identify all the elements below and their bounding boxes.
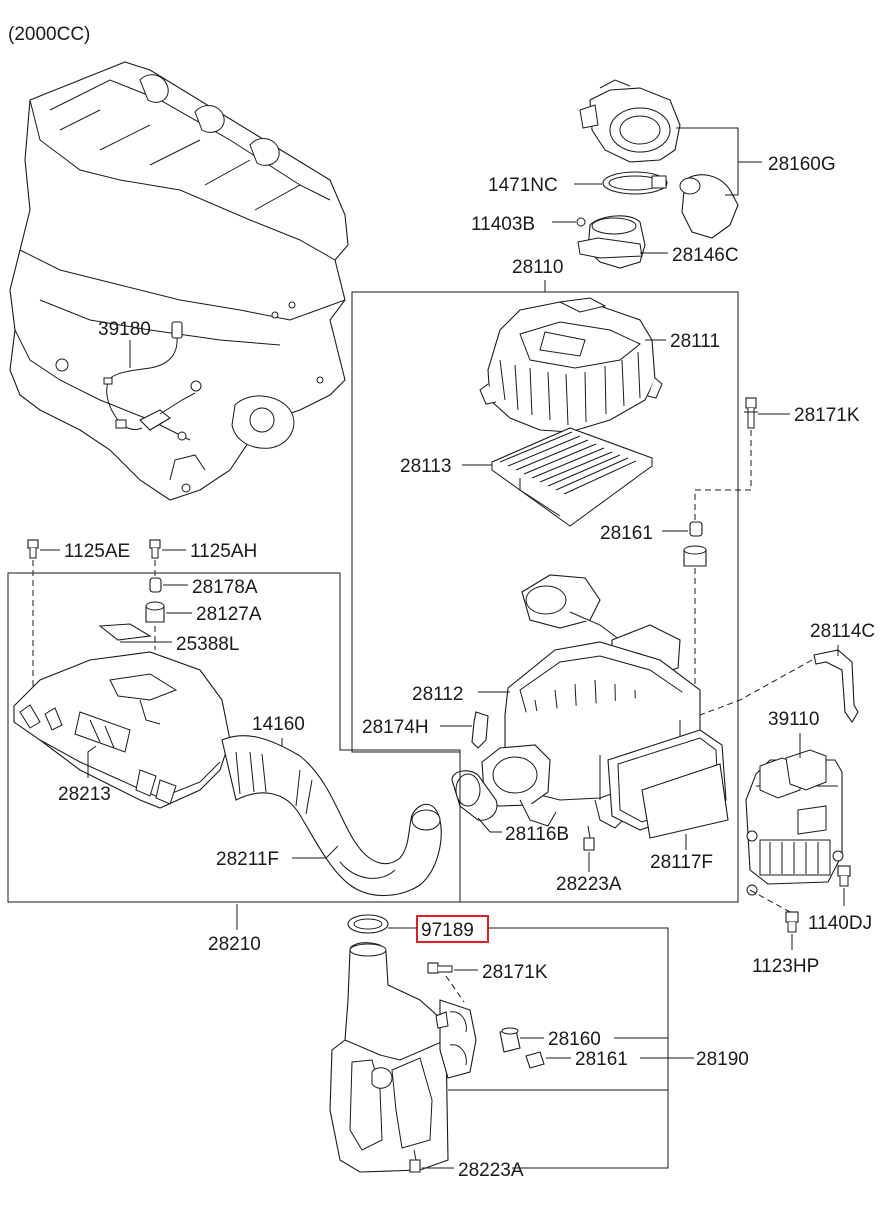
callout-28211F: 28211F [216, 849, 279, 870]
callout-39180: 39180 [98, 319, 151, 340]
callout-11403B: 11403B [471, 214, 535, 235]
callout-28210: 28210 [208, 934, 261, 955]
bolt-1125AE [27, 539, 39, 559]
bolt-1125AH [149, 539, 161, 559]
intake-duct-28213 [13, 651, 231, 809]
clamp-1471NC [602, 171, 668, 195]
callout-28213: 28213 [58, 784, 111, 805]
callout-1123HP: 1123HP [752, 956, 819, 977]
callout-97189: 97189 [421, 920, 474, 941]
callout-28113: 28113 [400, 456, 451, 477]
dash-28171K-bottom [445, 975, 465, 1003]
leader-28160G [676, 127, 762, 196]
collar-28161-bottom [525, 1051, 545, 1069]
bracket-28114C [813, 649, 859, 724]
grommet-28161-top [683, 521, 707, 567]
callout-28174H: 28174H [362, 717, 429, 738]
callout-1140DJ: 1140DJ [808, 913, 872, 934]
sensor-39180-illustration [103, 321, 196, 431]
callout-28160: 28160 [548, 1029, 601, 1050]
hose-28116B [451, 770, 498, 821]
callout-28117F: 28117F [650, 852, 713, 873]
callout-28171K-bottom: 28171K [482, 962, 548, 983]
resonator-28190 [329, 942, 477, 1173]
dash-28171K-top [694, 430, 752, 520]
group-bracket-ticks [448, 1037, 668, 1091]
engine-note: (2000CC) [8, 24, 90, 45]
dash-1123HP [749, 889, 791, 913]
callout-28160G: 28160G [768, 154, 836, 175]
collar-28178A [149, 577, 162, 593]
callout-28178A: 28178A [192, 577, 258, 598]
callout-28161-bottom: 28161 [575, 1049, 628, 1070]
callout-1125AE: 1125AE [64, 541, 130, 562]
callout-28190: 28190 [696, 1049, 749, 1070]
group-box-28210 [7, 572, 461, 903]
callout-39110: 39110 [768, 709, 819, 730]
air-cleaner-case-28112 [481, 574, 701, 829]
callout-28111: 28111 [670, 331, 720, 352]
group-bracket-28190 [488, 927, 669, 1169]
dash-28114C [699, 659, 813, 716]
air-filter-28113 [490, 427, 654, 527]
engine-block-illustration [9, 61, 349, 501]
bolt-28171K-top [744, 397, 758, 429]
label-25388L [98, 623, 152, 641]
bolt-28171K-bottom [427, 962, 453, 974]
callout-28110: 28110 [512, 257, 563, 278]
bolt-1123HP [785, 911, 799, 933]
air-cleaner-cover-28111 [479, 297, 663, 433]
callout-14160: 14160 [252, 714, 305, 735]
gasket-28117F [607, 729, 729, 839]
callout-28127A: 28127A [196, 604, 262, 625]
grommet-28127A [145, 601, 165, 623]
leader-28211F [292, 845, 339, 859]
callout-28161-top: 28161 [600, 523, 653, 544]
callout-1471NC: 1471NC [488, 175, 558, 196]
callout-28112: 28112 [412, 684, 463, 705]
adapter-28146C [576, 215, 646, 269]
callout-1125AH: 1125AH [190, 541, 257, 562]
clip-28174H [471, 711, 489, 749]
grommet-28160 [499, 1027, 521, 1053]
callout-25388L: 25388L [176, 634, 239, 655]
callout-28146C: 28146C [672, 245, 739, 266]
leader-28116B [477, 817, 502, 833]
bolt-28223A-bottom [409, 1149, 421, 1173]
bolt-1140DJ [837, 865, 851, 887]
leader-28213 [87, 745, 97, 778]
callout-28223A-bottom: 28223A [458, 1160, 524, 1181]
throttle-body-28160G [579, 79, 739, 239]
ecu-39110 [745, 749, 844, 896]
bolt-28223A-top [583, 825, 595, 851]
highlight-97189 [416, 915, 489, 943]
seal-97189 [347, 914, 389, 934]
callout-28171K-top: 28171K [794, 405, 860, 426]
callout-28223A-top: 28223A [556, 874, 622, 895]
callout-28116B: 28116B [505, 824, 569, 845]
callout-28114C: 28114C [810, 621, 875, 642]
hose-28211F [221, 735, 442, 897]
